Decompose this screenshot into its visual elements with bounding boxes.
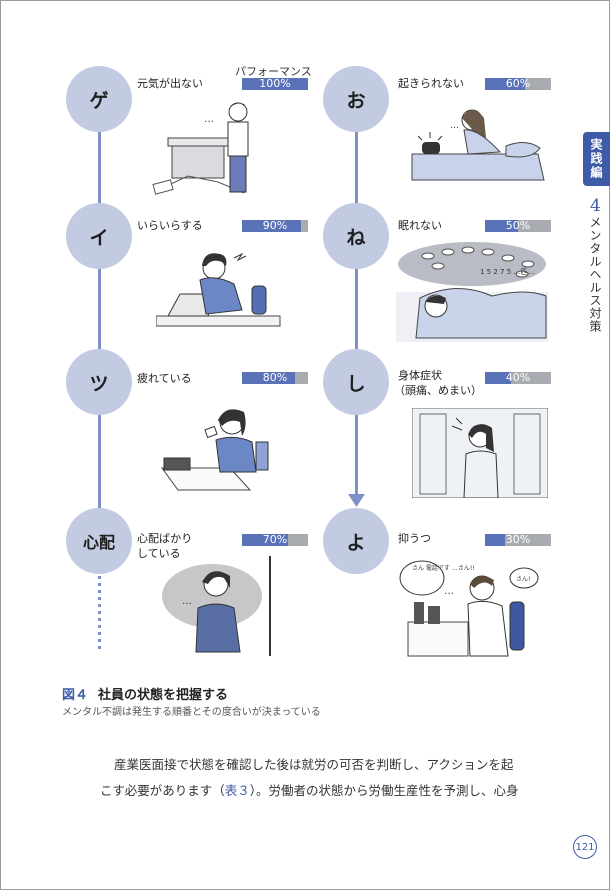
performance-percent: 90% <box>262 219 288 232</box>
svg-text:…: … <box>444 586 454 597</box>
performance-percent: 30% <box>505 533 531 546</box>
body-line-1: 産業医面接で状態を確認した後は就労の可否を判断し、アクションを起 <box>114 757 514 772</box>
stage-circle-i: イ <box>66 203 132 269</box>
performance-bar-fill <box>242 534 289 546</box>
svg-text:…: … <box>182 596 192 607</box>
sheep-count-text: 1 5 2 7 5 …匹… <box>480 268 534 276</box>
figure-caption: メンタル不調は発生する順番とその度合いが決まっている <box>62 707 321 718</box>
stage-circle-ge: ゲ <box>66 66 132 132</box>
illustration-tired <box>161 409 269 491</box>
left-continuation-dots <box>98 576 101 653</box>
performance-percent: 70% <box>262 533 288 546</box>
performance-bar-ge: 100% <box>242 77 308 90</box>
performance-percent: 40% <box>505 371 531 384</box>
illustration-no-energy: … <box>152 102 249 195</box>
performance-bar-fill <box>242 372 295 384</box>
performance-bar-o: 60% <box>485 77 551 90</box>
stage-label-shinpai-1: 心配ばかり <box>137 532 193 545</box>
performance-bar-tsu: 80% <box>242 371 308 384</box>
chapter-number: 4 <box>590 196 601 216</box>
body-paragraph: 産業医面接で状態を確認した後は就労の可否を判断し、アクションを起 こす必要があり… <box>100 752 554 804</box>
performance-header: パフォーマンス <box>235 65 312 78</box>
body-line-2: こす必要があります（表３）。労働者の状態から労働生産性を予測し、心身 <box>100 783 519 798</box>
illustration-cannot-wake: … <box>411 109 545 181</box>
stage-circle-shinpai: 心配 <box>66 508 132 574</box>
illustration-physical-symptoms <box>412 408 548 498</box>
stage-label-o: 起きられない <box>398 77 464 90</box>
svg-text:…: … <box>450 121 459 131</box>
performance-bar-i: 90% <box>242 219 308 232</box>
stage-label-tsu: 疲れている <box>137 372 192 385</box>
performance-bar-shi: 40% <box>485 371 551 384</box>
stage-label-shinpai-2: している <box>137 547 181 560</box>
performance-percent: 50% <box>505 219 531 232</box>
performance-bar-fill <box>485 372 512 384</box>
speech-bubble-left: さん 電話です …さん!! <box>412 564 475 572</box>
stage-circle-shi: し <box>323 349 389 415</box>
illustration-worry: … <box>162 556 271 656</box>
performance-percent: 60% <box>505 77 531 90</box>
illustration-depression: さん 電話です …さん!! さん! … <box>399 560 539 657</box>
left-timeline-line <box>98 112 101 516</box>
figure-title: 社員の状態を把握する <box>98 688 229 703</box>
stage-label-ne: 眠れない <box>398 219 442 232</box>
performance-bar-fill <box>242 220 302 232</box>
illustration-cannot-sleep: 1 5 2 7 5 …匹… <box>396 242 548 342</box>
performance-bar-fill <box>485 220 518 232</box>
figure-number: 図４ <box>62 688 89 703</box>
table-reference-link[interactable]: 表３ <box>224 783 250 798</box>
performance-percent: 100% <box>259 77 291 90</box>
stage-circle-o: お <box>323 66 389 132</box>
stage-label-ge: 元気が出ない <box>137 77 203 90</box>
section-tab[interactable]: 実践編 <box>583 132 610 186</box>
stage-label-yo: 抑うつ <box>398 532 431 545</box>
illustration-irritated <box>156 252 281 327</box>
stage-label-shi-1: 身体症状 <box>398 369 442 382</box>
stage-circle-ne: ね <box>323 203 389 269</box>
stage-circle-tsu: ツ <box>66 349 132 415</box>
right-timeline-line <box>355 112 358 496</box>
performance-bar-fill <box>242 78 308 90</box>
ellipsis-text: … <box>204 114 214 125</box>
stage-label-i: いらいらする <box>137 219 203 232</box>
right-arrow-head-icon <box>348 494 365 507</box>
performance-bar-yo: 30% <box>485 533 551 546</box>
performance-bar-ne: 50% <box>485 219 551 232</box>
page-number: 121 <box>573 835 597 859</box>
stage-circle-yo: よ <box>323 508 389 574</box>
stage-label-shi-2: （頭痛、めまい） <box>394 384 482 397</box>
performance-bar-fill <box>485 78 525 90</box>
performance-bar-fill <box>485 534 505 546</box>
speech-bubble-right: さん! <box>516 576 530 583</box>
chapter-title: メンタルヘルス対策 <box>588 216 602 333</box>
performance-percent: 80% <box>262 371 288 384</box>
performance-bar-shinpai: 70% <box>242 533 308 546</box>
